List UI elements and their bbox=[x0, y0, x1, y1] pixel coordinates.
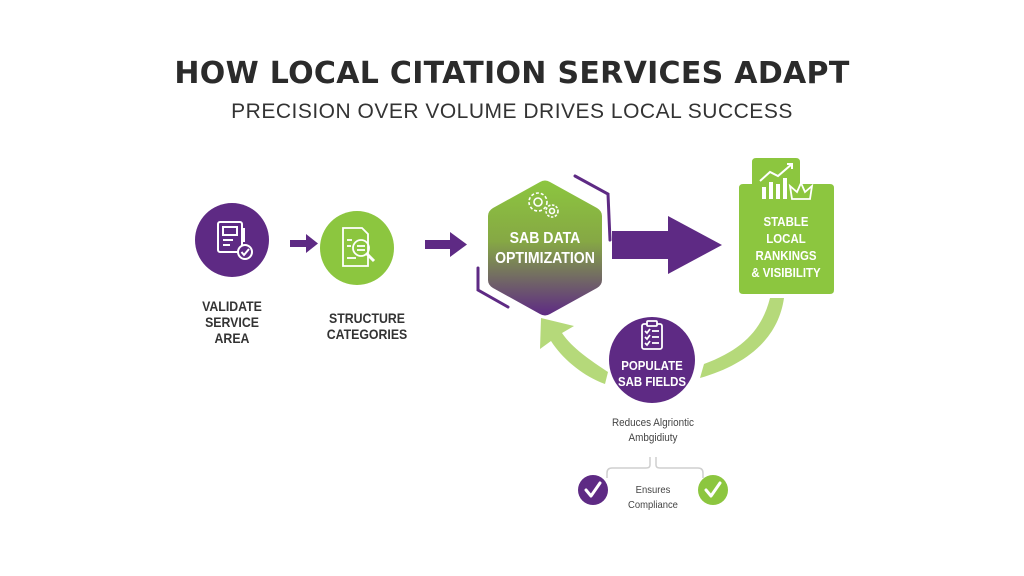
outcome-connector bbox=[606, 457, 704, 478]
step-structure-node bbox=[320, 211, 394, 285]
step-results-label-line1: STABLE bbox=[763, 214, 809, 229]
loop-step-populate-label: POPULATE SAB FIELDS bbox=[612, 358, 691, 390]
populate-label-line2: SAB FIELDS bbox=[617, 374, 687, 389]
step-results-label-line4: & VISIBILITY bbox=[751, 265, 821, 280]
arrow-step2-to-step3 bbox=[425, 232, 467, 257]
document-check-icon bbox=[217, 221, 253, 260]
loop-arrow-right-arc bbox=[700, 298, 784, 378]
green-check-icon bbox=[698, 475, 728, 505]
step-results-label-line2: LOCAL bbox=[766, 231, 806, 246]
hex-accent-top bbox=[573, 174, 612, 242]
step-results-label-line3: RANKINGS bbox=[755, 248, 817, 263]
chart-crown-icon bbox=[759, 163, 814, 200]
document-search-icon bbox=[342, 227, 376, 267]
step-results-node bbox=[739, 158, 834, 294]
page-title: HOW LOCAL CITATION SERVICES ADAPT bbox=[174, 56, 850, 91]
step-validate-label-line1: VALIDATE bbox=[202, 298, 262, 314]
hex-accent-bottom bbox=[476, 266, 510, 309]
step-sab-optimization-label: SAB DATA OPTIMIZATION bbox=[488, 229, 602, 269]
step-structure-label-line1: STRUCTURE bbox=[329, 310, 405, 326]
gears-icon bbox=[528, 192, 559, 218]
step-structure-label: STRUCTURE CATEGORIES bbox=[323, 310, 411, 342]
loop-step-populate-node bbox=[609, 317, 695, 403]
step-validate-label-line2: SERVICE AREA bbox=[205, 314, 259, 346]
step-sab-label-line1: SAB DATA bbox=[509, 230, 581, 247]
step-structure-label-line2: CATEGORIES bbox=[326, 326, 408, 342]
outcome-primary-line1: Reduces Algriontic bbox=[611, 417, 694, 429]
populate-label-line1: POPULATE bbox=[621, 358, 683, 373]
page-subtitle: PRECISION OVER VOLUME DRIVES LOCAL SUCCE… bbox=[231, 100, 793, 123]
step-validate-node bbox=[195, 203, 269, 277]
outcome-secondary: Ensures Compliance bbox=[628, 484, 678, 511]
step-validate-label: VALIDATE SERVICE AREA bbox=[188, 298, 276, 346]
step-sab-label-line2: OPTIMIZATION bbox=[495, 250, 595, 267]
loop-arrow-left-arc bbox=[540, 318, 608, 384]
step-sab-optimization-node bbox=[488, 180, 602, 316]
arrow-step3-to-step4 bbox=[612, 216, 722, 274]
outcome-primary: Reduces Algriontic Ambgidiuty bbox=[599, 416, 707, 446]
outcome-primary-line2: Ambgidiuty bbox=[628, 432, 678, 444]
clipboard-checklist-icon bbox=[641, 320, 663, 350]
arrow-step1-to-step2 bbox=[290, 234, 318, 253]
purple-check-icon bbox=[578, 475, 608, 505]
step-results-label: STABLE LOCAL RANKINGS & VISIBILITY bbox=[742, 213, 830, 281]
